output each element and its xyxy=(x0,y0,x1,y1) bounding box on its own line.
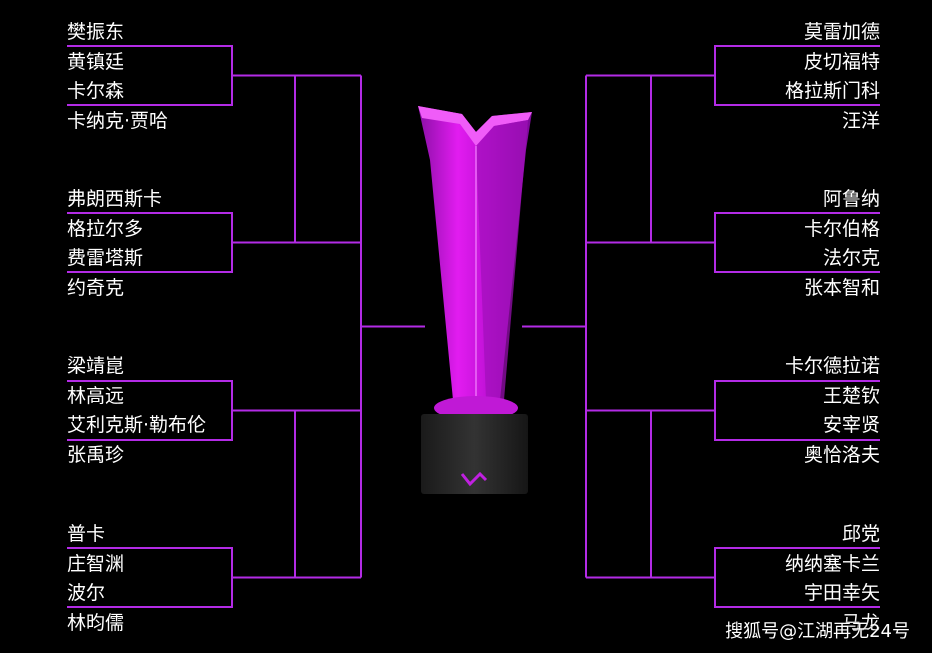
right-player-name: 安宰贤 xyxy=(822,414,880,436)
right-player-name: 卡尔德拉诺 xyxy=(784,355,880,377)
right-player-name: 马龙 xyxy=(841,611,880,634)
left-player-name: 梁靖崑 xyxy=(67,355,125,377)
left-player-name: 波尔 xyxy=(67,582,106,604)
left-player-name: 卡纳克·贾哈 xyxy=(67,109,169,132)
right-player-name: 宇田幸矢 xyxy=(803,582,880,604)
left-player-name: 卡尔森 xyxy=(67,80,125,102)
right-player-name: 法尔克 xyxy=(822,247,880,269)
right-player-name: 汪洋 xyxy=(841,109,880,132)
left-player-name: 弗朗西斯卡 xyxy=(67,188,163,210)
left-player-name: 樊振东 xyxy=(67,21,125,43)
right-player-name: 莫雷加德 xyxy=(803,21,880,43)
right-player-name: 邱党 xyxy=(841,523,880,545)
left-player-name: 格拉尔多 xyxy=(67,217,144,240)
left-player-name: 张禹珍 xyxy=(67,443,125,466)
right-player-name: 张本智和 xyxy=(803,276,880,299)
left-player-name: 林昀儒 xyxy=(67,611,125,634)
left-player-name: 费雷塔斯 xyxy=(67,247,144,269)
left-player-name: 林高远 xyxy=(67,384,125,407)
left-player-name: 约奇克 xyxy=(67,276,125,299)
left-player-name: 庄智渊 xyxy=(67,552,125,575)
right-player-name: 格拉斯门科 xyxy=(784,80,880,102)
right-player-name: 纳纳塞卡兰 xyxy=(784,552,880,575)
right-player-name: 阿鲁纳 xyxy=(822,188,880,210)
right-player-name: 皮切福特 xyxy=(803,50,880,73)
right-player-name: 奥恰洛夫 xyxy=(803,443,880,466)
left-player-name: 普卡 xyxy=(67,523,106,545)
left-player-name: 艾利克斯·勒布伦 xyxy=(67,414,207,436)
left-player-name: 黄镇廷 xyxy=(67,50,125,73)
watermark: 搜狐号@江湖再无24号 xyxy=(725,621,910,642)
right-player-name: 卡尔伯格 xyxy=(803,217,880,240)
right-player-name: 王楚钦 xyxy=(822,384,880,407)
